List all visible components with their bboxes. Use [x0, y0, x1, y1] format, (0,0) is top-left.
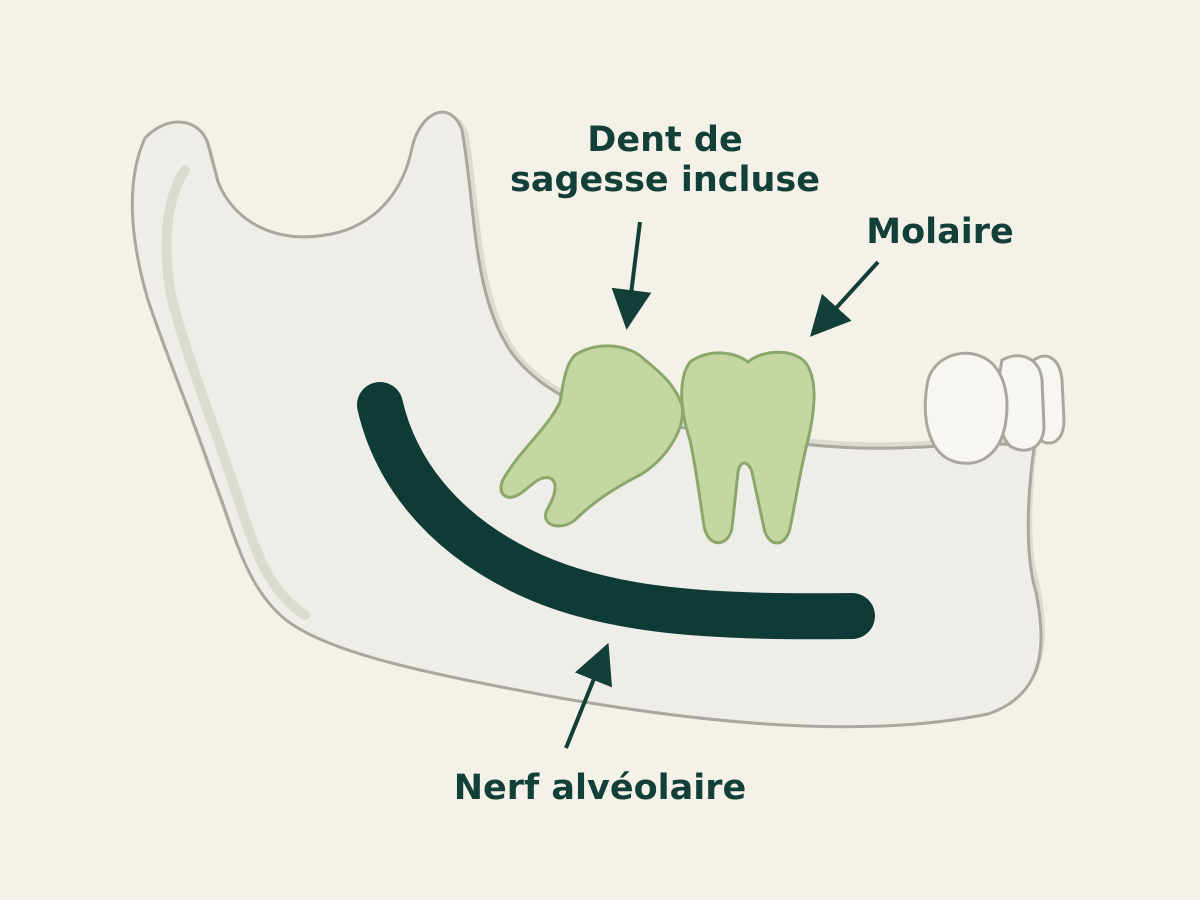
molar: [680, 350, 816, 545]
molar-label: Molaire: [866, 212, 1014, 252]
front-tooth-1: [923, 351, 1009, 465]
jaw-bone-inner-contour: [161, 165, 310, 620]
wisdom-tooth: [499, 344, 684, 528]
wisdom-tooth-arrow: [611, 221, 652, 330]
wisdom-tooth-label-line1: Dent de: [587, 120, 743, 160]
molar-arrow: [809, 260, 880, 337]
alveolar-nerve-label: Nerf alvéolaire: [453, 768, 747, 808]
nerve-arrow: [564, 642, 613, 749]
wisdom-tooth-label-line2: sagesse incluse: [510, 160, 820, 200]
alveolar-nerve: [357, 382, 875, 640]
front-teeth: [923, 351, 1066, 465]
wisdom-tooth-label: Dent de sagesse incluse: [470, 120, 860, 200]
